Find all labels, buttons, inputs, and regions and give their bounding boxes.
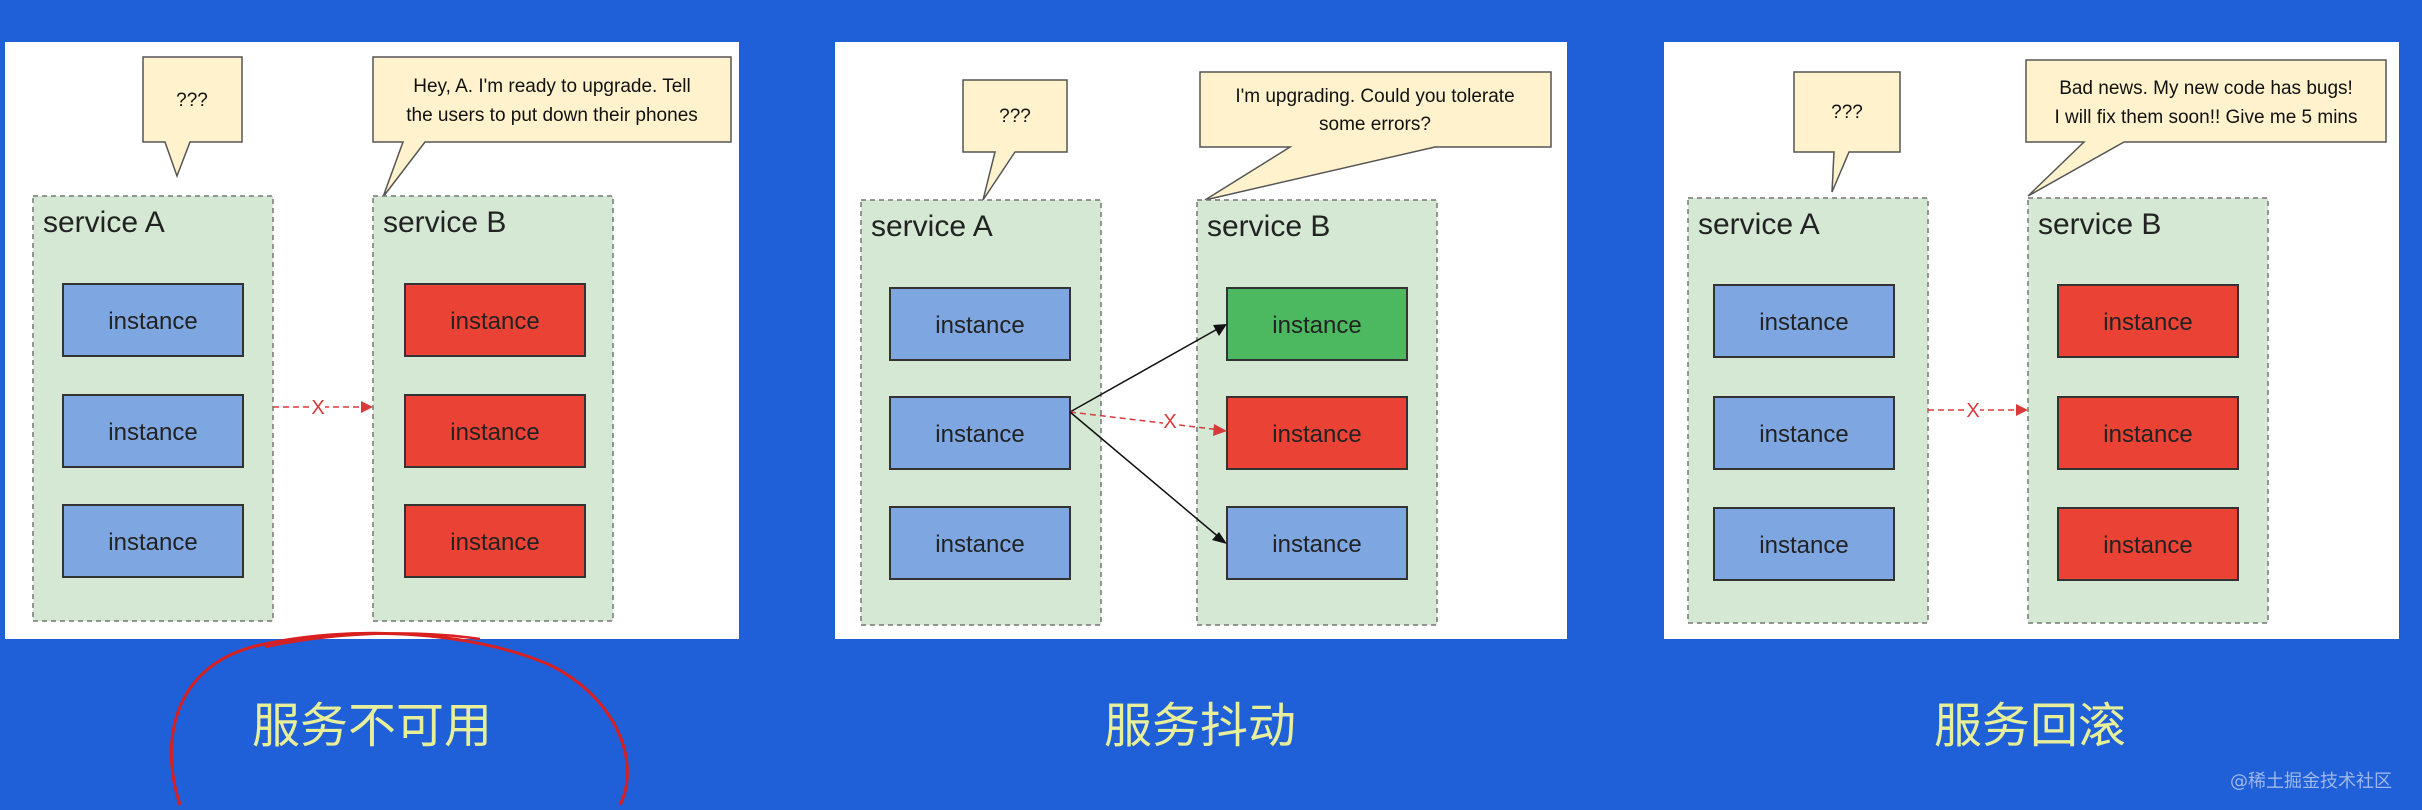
service-a-instance <box>1713 507 1895 581</box>
service-a-instance <box>889 396 1071 470</box>
service-b-instance-green <box>1226 287 1408 361</box>
service-b-label: service B <box>2038 208 2161 241</box>
failed-call-arrow: X <box>1069 408 1227 436</box>
panel-service-rollback: ??? Bad news. My new code has bugs! I wi… <box>1664 42 2399 639</box>
service-b-instance-blue <box>1226 506 1408 580</box>
call-arrow-to-blue <box>1069 411 1227 544</box>
failure-x-mark: X <box>1163 411 1176 433</box>
service-b-instance-label: instance <box>1272 312 1361 339</box>
service-b: service B instance instance instance <box>2027 197 2269 624</box>
service-a: service A instance instance instance <box>1687 197 1929 624</box>
service-a-instance <box>889 506 1071 580</box>
service-b: service B instance instance instance <box>1196 199 1438 626</box>
diagram-canvas: ??? Hey, A. I'm ready to upgrade. Tell t… <box>32 56 732 622</box>
caption-service-unavailable: 服务不可用 <box>251 698 493 754</box>
service-b-instance-red <box>2057 396 2239 470</box>
service-a-label: service A <box>43 206 165 239</box>
panel-service-jitter: ??? I'm upgrading. Could you tolerate so… <box>835 42 1567 639</box>
service-a-instance-label: instance <box>108 529 197 556</box>
service-b-instance-label: instance <box>450 529 539 556</box>
service-b-instance-label: instance <box>2103 532 2192 559</box>
service-b-instance-red <box>404 504 586 578</box>
service-a-instance-label: instance <box>1759 532 1848 559</box>
failed-call-arrow: X <box>273 394 373 419</box>
bubble-a-line-0: ??? <box>176 90 208 111</box>
service-b-instance-label: instance <box>1272 421 1361 448</box>
caption-service-rollback: 服务回滚 <box>1933 698 2127 754</box>
bubble-b-line-0: Bad news. My new code has bugs! <box>2059 78 2353 99</box>
service-a-instance-label: instance <box>935 421 1024 448</box>
failure-x-mark: X <box>311 397 324 419</box>
bubble-b: Bad news. My new code has bugs! I will f… <box>2025 59 2387 197</box>
watermark: @稀土掘金技术社区 <box>2230 771 2392 792</box>
failure-x-mark: X <box>1966 400 1979 422</box>
service-a-instance-label: instance <box>1759 309 1848 336</box>
service-a-instance <box>62 283 244 357</box>
call-arrow-to-green <box>1069 324 1227 413</box>
service-b-instance-label: instance <box>2103 421 2192 448</box>
bubble-a-line-0: ??? <box>1831 102 1863 123</box>
bubble-a: ??? <box>142 56 243 179</box>
service-b-instance-red <box>2057 284 2239 358</box>
caption-service-jitter: 服务抖动 <box>1103 698 1297 754</box>
service-b-instance-red <box>404 283 586 357</box>
service-a-instance-label: instance <box>108 308 197 335</box>
bubble-b: Hey, A. I'm ready to upgrade. Tell the u… <box>372 56 732 198</box>
service-b-instance-label: instance <box>450 308 539 335</box>
bubble-b-line-0: Hey, A. I'm ready to upgrade. Tell <box>413 76 691 97</box>
service-a-instance <box>1713 284 1895 358</box>
service-a-instance-label: instance <box>935 531 1024 558</box>
bubble-b-line-0: I'm upgrading. Could you tolerate <box>1235 86 1514 107</box>
bubble-b: I'm upgrading. Could you tolerate some e… <box>1199 71 1552 201</box>
bubble-b-line-1: the users to put down their phones <box>406 105 698 126</box>
service-b-label: service B <box>1207 210 1330 243</box>
diagram-canvas: ??? I'm upgrading. Could you tolerate so… <box>860 71 1552 626</box>
service-b: service B instance instance instance <box>372 195 614 622</box>
bubble-b-line-1: I will fix them soon!! Give me 5 mins <box>2054 107 2357 128</box>
service-a: service A instance instance instance <box>860 199 1102 626</box>
diagram-canvas: ??? Bad news. My new code has bugs! I wi… <box>1687 59 2387 624</box>
bubble-a: ??? <box>962 79 1068 201</box>
failed-call-arrow: X <box>1928 397 2028 422</box>
service-b-instance-red <box>1226 396 1408 470</box>
service-a: service A instance instance instance <box>32 195 274 622</box>
service-a-instance-label: instance <box>935 312 1024 339</box>
service-a-instance <box>62 394 244 468</box>
service-b-instance-red <box>404 394 586 468</box>
service-b-instance-label: instance <box>450 419 539 446</box>
bubble-a-line-0: ??? <box>999 106 1031 127</box>
service-a-instance <box>1713 396 1895 470</box>
service-a-instance-label: instance <box>108 419 197 446</box>
bubble-a: ??? <box>1793 71 1901 193</box>
panel-service-unavailable: ??? Hey, A. I'm ready to upgrade. Tell t… <box>5 42 739 639</box>
service-a-label: service A <box>871 210 993 243</box>
service-a-instance-label: instance <box>1759 421 1848 448</box>
service-b-instance-label: instance <box>2103 309 2192 336</box>
service-a-instance <box>62 504 244 578</box>
service-a-instance <box>889 287 1071 361</box>
service-b-instance-red <box>2057 507 2239 581</box>
service-b-instance-label: instance <box>1272 531 1361 558</box>
bubble-b-line-1: some errors? <box>1319 114 1431 135</box>
service-a-label: service A <box>1698 208 1820 241</box>
annotation-circle <box>169 631 629 806</box>
service-b-label: service B <box>383 206 506 239</box>
